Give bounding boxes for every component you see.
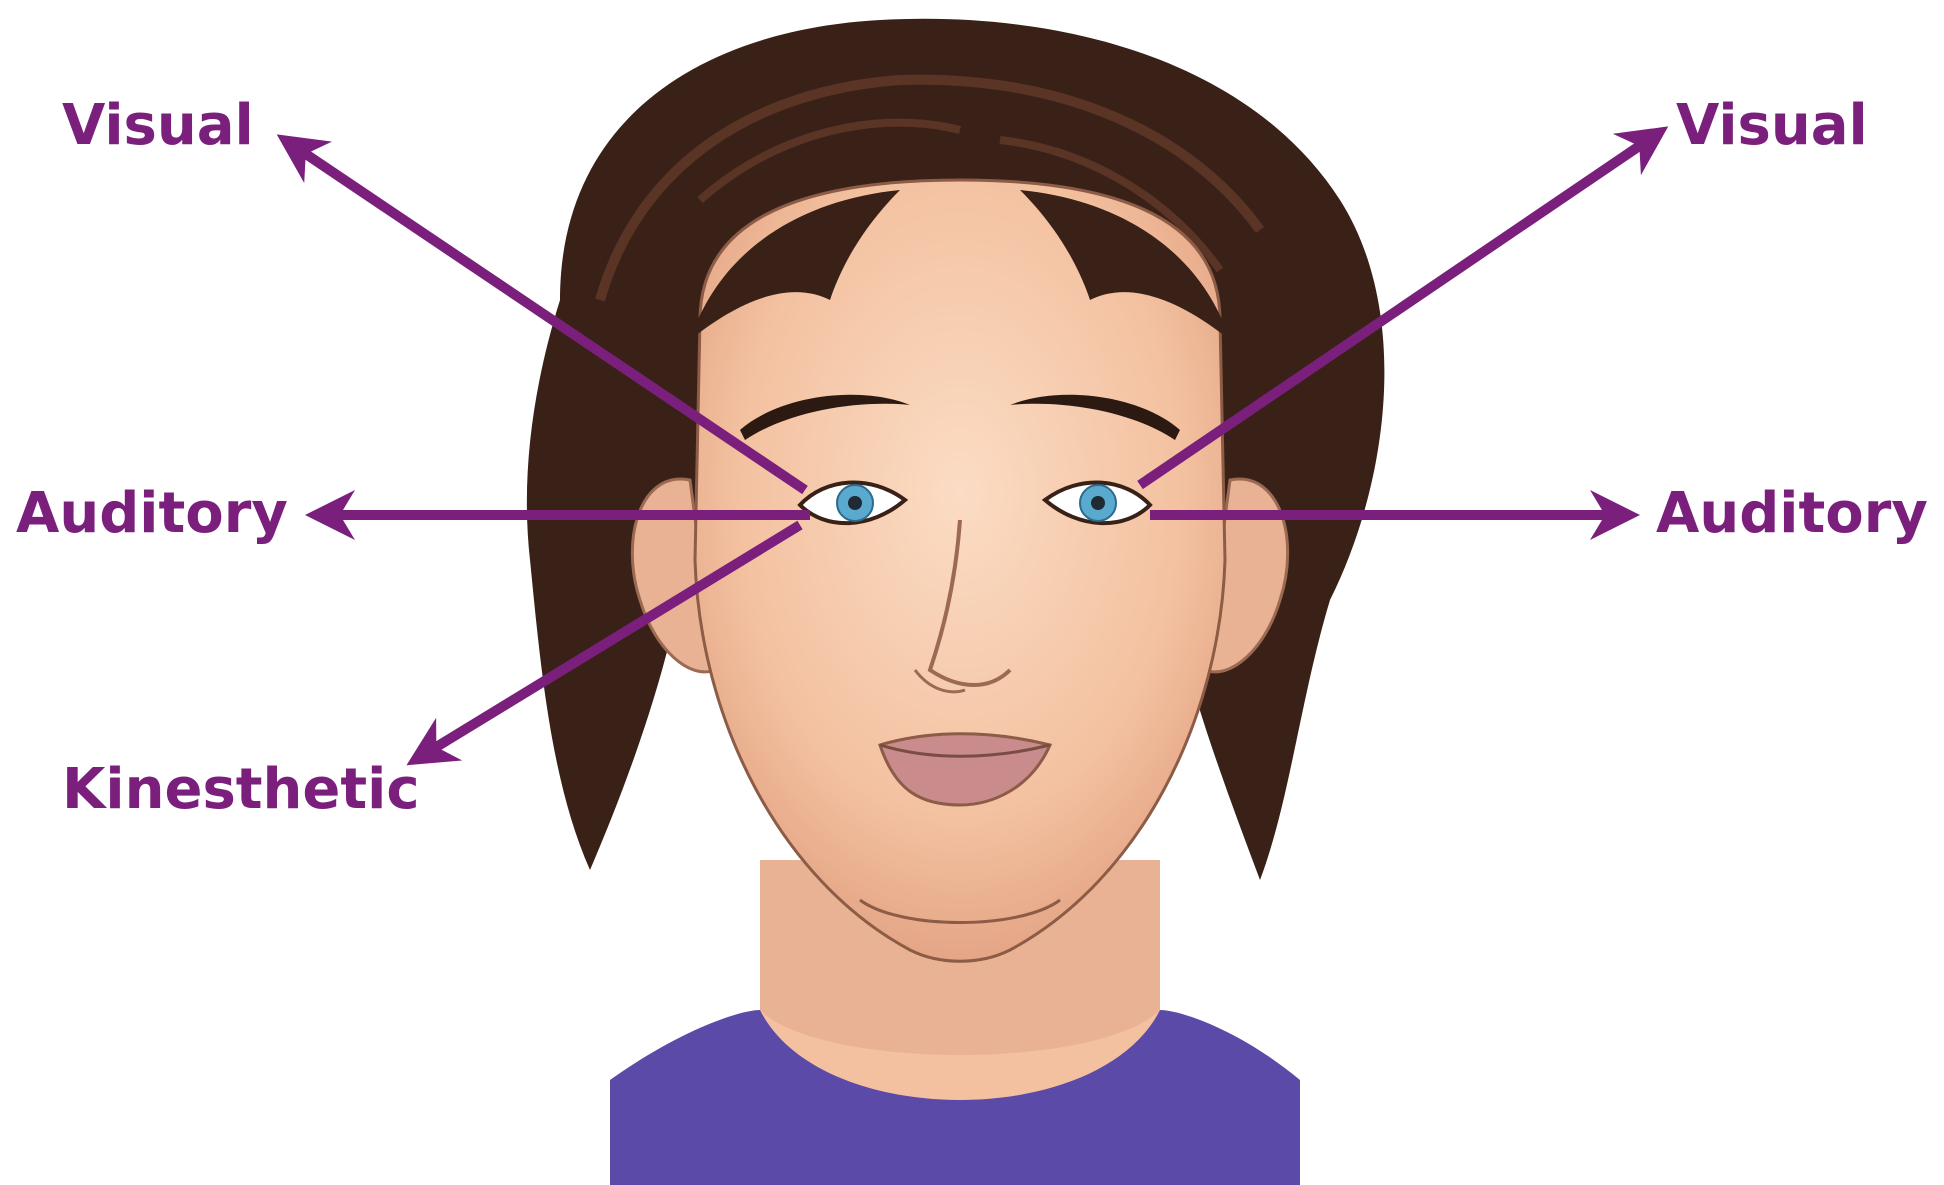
label-auditory-left: Auditory <box>16 486 288 542</box>
label-visual-left: Visual <box>62 98 254 154</box>
face <box>690 180 1230 961</box>
label-visual-right: Visual <box>1676 98 1868 154</box>
label-auditory-right: Auditory <box>1656 486 1928 542</box>
label-kinesthetic: Kinesthetic <box>62 762 420 818</box>
